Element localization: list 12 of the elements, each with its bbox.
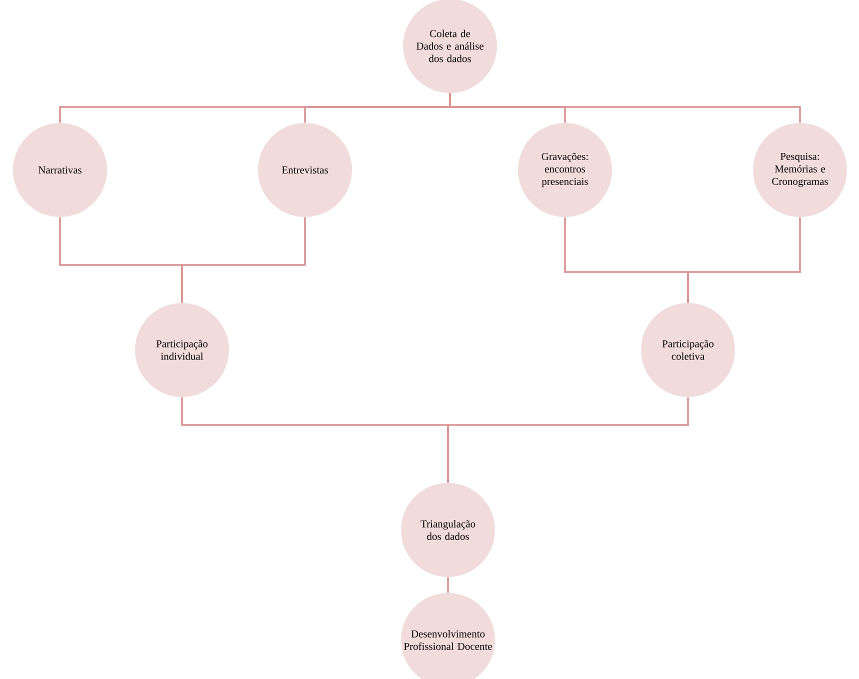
connector-line <box>181 217 306 303</box>
circle-node: Entrevistas <box>258 123 352 217</box>
connector-line <box>447 577 449 593</box>
circle-node: Triangulação dos dados <box>401 483 495 577</box>
circle-node: Narrativas <box>13 123 107 217</box>
connector-line <box>447 397 689 483</box>
connector-line <box>449 93 801 123</box>
circle-node: Pesquisa: Memórias e Cronogramas <box>753 123 847 217</box>
circle-node: Participação individual <box>135 303 229 397</box>
connector-line <box>687 217 801 303</box>
circle-node: Gravações: encontros presenciais <box>518 123 612 217</box>
circle-node: Participação coletiva <box>641 303 735 397</box>
